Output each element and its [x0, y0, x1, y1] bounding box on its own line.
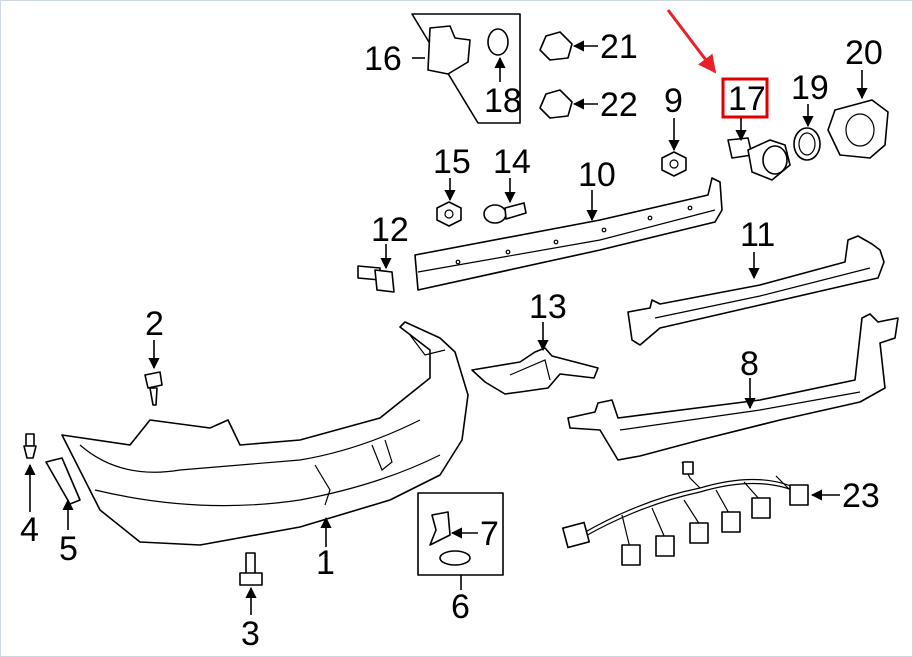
callout-10: 10 [578, 156, 616, 194]
wiring-harness-part-23 [561, 461, 809, 566]
callout-21: 21 [600, 28, 638, 66]
nut-part-9 [661, 151, 687, 177]
callout-3: 3 [241, 615, 260, 653]
bolt-part-12 [357, 265, 395, 293]
callout-23: 23 [842, 477, 880, 515]
bezel-part-20 [827, 99, 889, 159]
bolt-part-3 [239, 552, 263, 586]
red-pointer-arrow [666, 9, 717, 74]
callout-22: 22 [600, 86, 638, 124]
callout-14: 14 [493, 143, 531, 181]
clip-part-21 [539, 31, 573, 61]
sensor-ring-part-19 [793, 127, 821, 161]
callout-6: 6 [451, 588, 470, 626]
valance-part-8 [567, 313, 899, 461]
sensor-holder-part-16 [427, 25, 471, 75]
callout-2: 2 [145, 305, 164, 343]
ring-part-18 [487, 28, 509, 56]
callout-13: 13 [529, 288, 567, 326]
callout-19: 19 [791, 69, 829, 107]
callout-4: 4 [20, 511, 39, 549]
callout-17: 17 [728, 80, 766, 118]
callout-7: 7 [480, 515, 499, 553]
bracket-part-7 [429, 511, 471, 566]
rivet-part-4 [23, 433, 37, 459]
clip-part-22 [539, 89, 573, 119]
parking-sensor-part-17 [727, 137, 791, 181]
callout-18: 18 [484, 82, 522, 120]
callout-12: 12 [371, 211, 409, 249]
callout-11: 11 [740, 216, 775, 254]
callout-5: 5 [59, 530, 78, 568]
callout-8: 8 [740, 345, 759, 383]
callout-16: 16 [364, 40, 402, 78]
callout-9: 9 [664, 82, 683, 120]
highlight-box-17 [721, 77, 769, 119]
bumper-cover-part [61, 321, 469, 546]
callout-20: 20 [845, 34, 883, 72]
absorber-part-11 [627, 235, 885, 346]
screw-part-2 [144, 371, 163, 406]
push-pin-part-14 [483, 202, 527, 224]
trim-strip-part-5 [45, 457, 81, 505]
callout-15: 15 [433, 143, 471, 181]
bracket-part-13 [471, 347, 599, 395]
nut-part-15 [436, 201, 462, 227]
callout-1: 1 [316, 544, 335, 582]
reinforcement-part-10 [414, 177, 723, 291]
